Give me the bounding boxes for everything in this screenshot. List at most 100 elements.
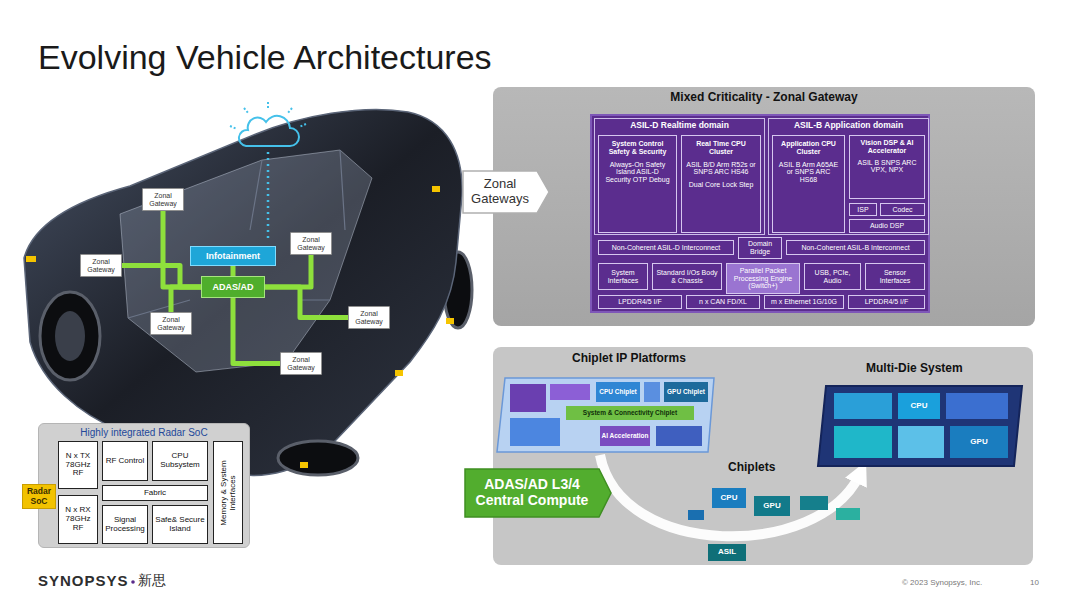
zonal-gateway-box: Zonal Gateway (280, 352, 322, 375)
ip-block: Non-Coherent ASIL-B Interconnect (786, 240, 925, 255)
block-text: USB, PCIe, Audio (807, 269, 858, 285)
chiplet-tile: GPU (950, 426, 1008, 458)
logo-text: 新思 (138, 572, 166, 588)
copyright: © 2023 Synopsys, Inc. (902, 578, 982, 587)
die-tile (834, 393, 892, 419)
block-text: Zonal Gateway (283, 356, 319, 372)
block-text: LPDDR4/5 I/F (850, 298, 923, 306)
die-tile (898, 426, 944, 458)
ip-block: LPDDR4/5 I/F (848, 295, 925, 309)
callout-tag: Zonal Gateways (462, 170, 550, 214)
callout-tag: ADAS/AD L3/4 Central Compute (464, 468, 612, 518)
platform-tile (510, 384, 546, 412)
block-text: System & Connectivity Chiplet (567, 409, 693, 416)
block-text: CPU (899, 402, 939, 411)
ip-block: Codec (880, 203, 925, 216)
block-text: Infotainment (193, 251, 273, 261)
wheel-rim (55, 311, 85, 361)
bus-line (265, 287, 348, 318)
chiplet-tile (800, 496, 828, 510)
block-text: Standard I/Os Body & Chassis (655, 269, 719, 285)
logo-dot (131, 580, 135, 584)
block-text: Zonal Gateways (465, 177, 535, 206)
chiplet-tile: CPU (898, 393, 940, 419)
car-glass (120, 150, 372, 372)
car-frame (128, 150, 345, 318)
zonal-gateway-box: Zonal Gateway (142, 188, 184, 211)
ip-block: m x Ethernet 1G/10G (764, 295, 844, 309)
ip-block: n x CAN FD/XL (686, 295, 760, 309)
platform-tile (510, 418, 560, 446)
chiplet-tile: AI Acceleration (600, 426, 650, 446)
chiplet-tile (688, 510, 704, 520)
chiplet-tile: GPU Chiplet (664, 382, 708, 402)
callout-shape (463, 171, 549, 213)
block-text: N x RX 78GHz RF (61, 506, 95, 533)
radar-block: N x TX 78GHz RF (58, 441, 98, 489)
block-text: Non-Coherent ASIL-D Interconnect (600, 244, 732, 252)
logo-mark (131, 580, 135, 584)
radar-block: N x RX 78GHz RF (58, 495, 98, 544)
cloud-rays (230, 102, 306, 129)
block-text: Fabric (104, 489, 206, 498)
chiplet-tile: CPU Chiplet (596, 382, 640, 402)
car-light (446, 318, 454, 324)
ip-block: USB, PCIe, Audio (804, 263, 861, 290)
block-text: Dual Core Lock Step (686, 181, 756, 189)
ip-block: System Interfaces (598, 263, 648, 290)
block-text: Signal Processing (105, 516, 145, 534)
domain-region: ASIL-B Application domainApplication CPU… (768, 118, 929, 235)
zonal-gateway-box: Zonal Gateway (290, 232, 332, 255)
section-label: Chiplets (728, 461, 775, 475)
block-text: Sensor Interfaces (868, 269, 922, 285)
bus-line (233, 298, 280, 364)
block-text: CPU Subsystem (155, 452, 205, 470)
block-text: Parallel Packet Processing Engine (Switc… (729, 267, 797, 290)
radar-panel: Highly integrated Radar SoCN x TX 78GHz … (38, 423, 250, 548)
chiplet-panel (493, 347, 1033, 565)
block-heading: System Control Safety & Security (603, 140, 672, 156)
car-light (26, 256, 36, 262)
car-body (24, 109, 462, 475)
zonal-gateway-panel: Mixed Criticality - Zonal GatewayASIL-D … (493, 87, 1035, 326)
zonal-gateway-box: Zonal Gateway (150, 312, 192, 335)
block-text: n x CAN FD/XL (688, 298, 758, 306)
chiplet-tile (836, 508, 860, 520)
slide-title: Evolving Vehicle Architectures (38, 38, 492, 77)
bus-line (122, 266, 201, 288)
ip-block: Sensor Interfaces (865, 263, 925, 290)
flow-arrow (600, 455, 860, 536)
block-text: GPU (951, 438, 1007, 447)
wireless-link (267, 152, 270, 242)
chiplet-tile: System & Connectivity Chiplet (566, 406, 694, 420)
block-text: LPDDR4/5 I/F (600, 298, 680, 306)
platform-tile (656, 426, 702, 446)
car-light (300, 462, 308, 468)
platform-board (497, 378, 714, 452)
car-light (395, 370, 403, 376)
ip-block: Non-Coherent ASIL-D Interconnect (598, 240, 734, 255)
block-text: Zonal Gateway (153, 316, 189, 332)
block-text: ASIL B/D Arm R52s or SNPS ARC HS46 (686, 161, 756, 177)
ip-block: ISP (849, 203, 877, 216)
block-heading: Vision DSP & AI Accelerator (853, 139, 921, 155)
block-text: ISP (851, 206, 875, 214)
block-text: Zonal Gateway (351, 310, 387, 326)
die-tile (946, 393, 1008, 419)
die-tile (834, 426, 892, 458)
block-heading: Application CPU Cluster (777, 140, 840, 156)
block-text: m x Ethernet 1G/10G (766, 298, 842, 306)
block-text: Radar SoC (24, 487, 54, 506)
multi-die-board (818, 386, 1022, 466)
ip-block: Standard I/Os Body & Chassis (652, 263, 722, 290)
cloud-outline (239, 116, 299, 146)
ip-block: Audio DSP (849, 219, 925, 233)
block-text: ADAS/AD (204, 282, 262, 292)
radar-block: Safe& Secure Island (152, 505, 208, 544)
block-text: ASIL-D Realtime domain (597, 121, 762, 131)
car (24, 109, 472, 475)
block-text: CPU (713, 494, 745, 503)
block-text: ADAS/AD L3/4 Central Compute (468, 477, 596, 508)
page-number: 10 (1030, 578, 1039, 587)
